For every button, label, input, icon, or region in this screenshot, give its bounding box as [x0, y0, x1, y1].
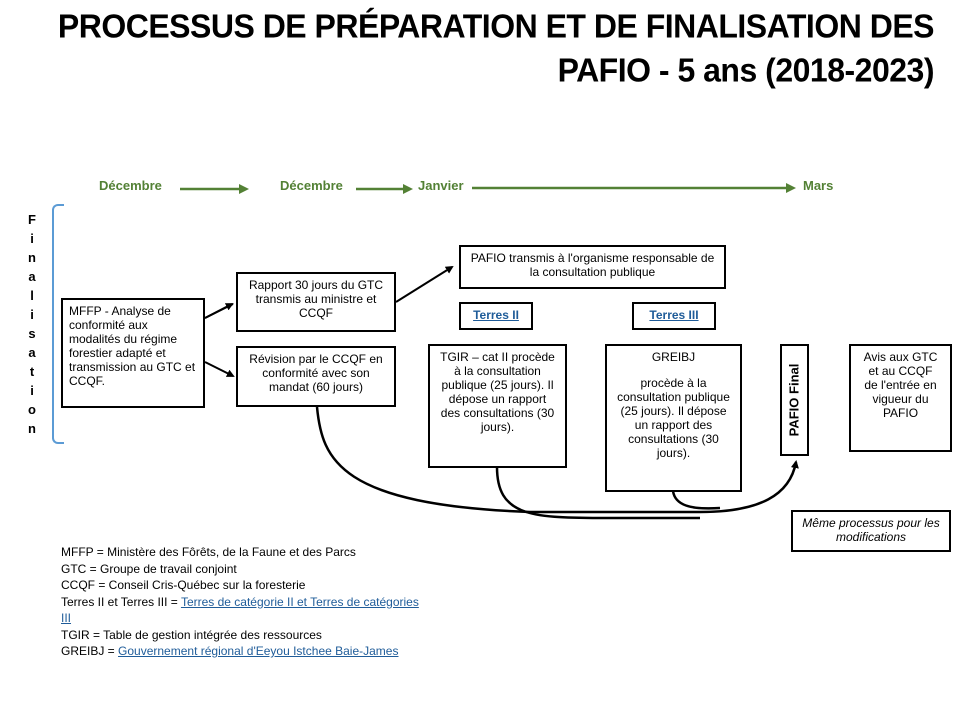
box-mffp-analyse: MFFP - Analyse de conformité aux modalit… — [61, 298, 205, 408]
box-terres-iii[interactable]: Terres III — [632, 302, 716, 330]
timeline-month-2: Décembre — [280, 178, 343, 193]
box-pafio-transmis: PAFIO transmis à l'organisme responsable… — [459, 245, 726, 289]
link-terres-iii[interactable]: Terres III — [649, 308, 699, 322]
box-terres-ii[interactable]: Terres II — [459, 302, 533, 330]
side-label-letter: a — [28, 269, 36, 284]
side-label-letter: l — [30, 288, 34, 303]
legend-greibj: GREIBJ = Gouvernement régional d'Eeyou I… — [61, 643, 421, 660]
box-meme-processus: Même processus pour les modifications — [791, 510, 951, 552]
legend-gtc: GTC = Groupe de travail conjoint — [61, 561, 237, 576]
legend-mffp: MFFP = Ministère des Fôrêts, de la Faune… — [61, 545, 356, 559]
link-terres-ii[interactable]: Terres II — [473, 308, 519, 322]
curve-revision-final — [315, 406, 799, 514]
box-pafio-final: PAFIO Final — [780, 344, 809, 456]
side-label-letter: n — [28, 250, 36, 265]
side-label-letter: t — [29, 364, 35, 379]
box-greibj: GREIBJ procède à la consultation publiqu… — [605, 344, 742, 492]
legend: MFFP = Ministère des Fôrêts, de la Faune… — [61, 544, 421, 660]
legend-tgir: TGIR = Table de gestion intégrée des res… — [61, 627, 322, 642]
curve-tgir-final — [495, 466, 700, 520]
side-label-letter: i — [30, 231, 34, 246]
legend-terres-prefix: Terres II et Terres III = — [61, 594, 181, 609]
legend-greibj-link[interactable]: Gouvernement régional d'Eeyou Istchee Ba… — [118, 644, 399, 658]
arrow-rapport-pafio — [395, 265, 454, 303]
box-tgir: TGIR – cat II procède à la consultation … — [428, 344, 567, 468]
arrow-mffp-revision — [204, 361, 235, 377]
greibj-title: GREIBJ — [651, 350, 696, 364]
timeline-month-1: Décembre — [99, 178, 162, 193]
legend-terres-link[interactable]: Terres de catégorie II et Terres de caté… — [61, 594, 419, 626]
box-revision-ccqf: Révision par le CCQF en conformité avec … — [236, 346, 396, 407]
legend-terres: Terres II et Terres III = Terres de caté… — [61, 594, 421, 627]
page-title-line-2: PAFIO - 5 ans (2018-2023) — [557, 51, 935, 89]
side-label-letter: F — [28, 212, 36, 227]
timeline-month-4: Mars — [803, 178, 834, 193]
side-bracket — [52, 204, 64, 444]
legend-ccqf: CCQF = Conseil Cris-Québec sur la forest… — [61, 578, 306, 592]
box-avis: Avis aux GTC et au CCQF de l'entrée en v… — [849, 344, 952, 452]
pafio-final-label: PAFIO Final — [786, 363, 802, 437]
side-label-letter: a — [28, 345, 36, 360]
legend-greibj-prefix: GREIBJ = — [61, 644, 119, 658]
curve-greibj-final — [671, 490, 721, 510]
page-title-line-1: PROCESSUS DE PRÉPARATION ET DE FINALISAT… — [57, 7, 935, 45]
side-label-letter: s — [28, 326, 36, 341]
greibj-body: procède à la consultation publique (25 j… — [617, 376, 730, 460]
arrow-mffp-rapport-line — [204, 303, 234, 319]
side-label-letter: i — [30, 383, 34, 398]
side-label-letter: o — [28, 402, 36, 417]
side-label-letter: i — [30, 307, 34, 322]
box-rapport-gtc: Rapport 30 jours du GTC transmis au mini… — [236, 272, 396, 332]
side-label-letter: n — [28, 421, 36, 436]
timeline-month-3: Janvier — [418, 178, 464, 193]
